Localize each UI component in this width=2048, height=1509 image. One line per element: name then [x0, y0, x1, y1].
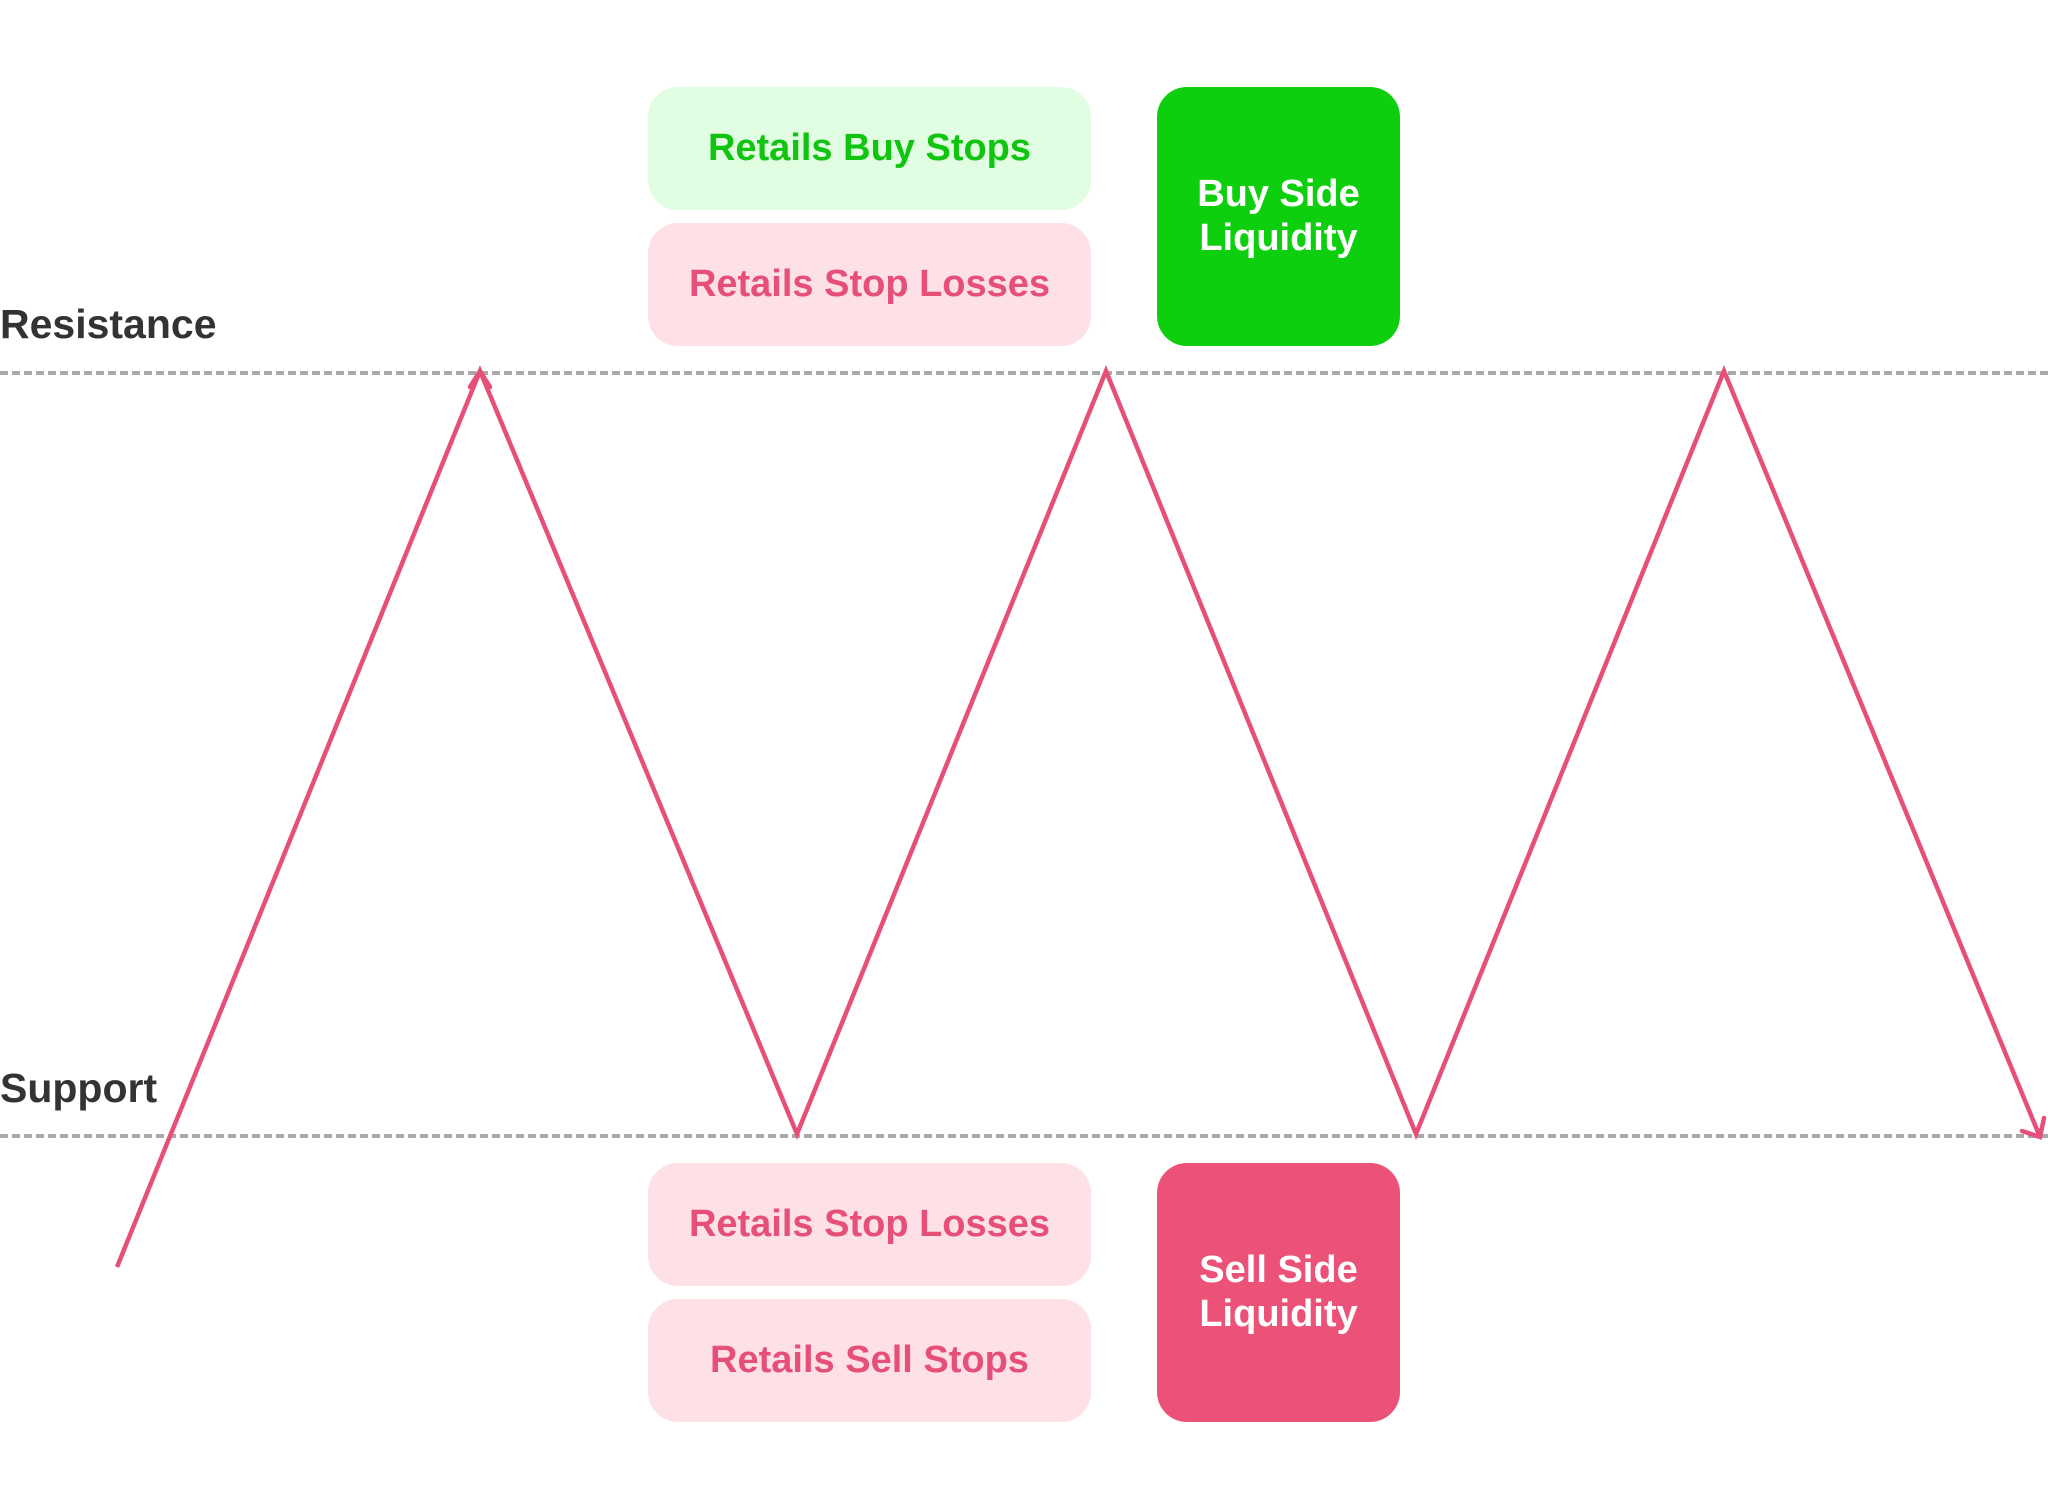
sell-side-liquidity-box: Sell Side Liquidity	[1157, 1163, 1400, 1422]
resistance-line	[0, 371, 2048, 375]
price-zigzag-line	[114, 365, 2043, 1268]
sell-side-line-1: Sell Side	[1199, 1248, 1358, 1291]
retail-buy-stops-tag: Retails Buy Stops	[648, 87, 1091, 210]
support-line	[0, 1134, 2048, 1138]
buy-side-line-1: Buy Side	[1197, 172, 1360, 215]
buy-side-liquidity-box: Buy Side Liquidity	[1157, 87, 1400, 346]
support-label: Support	[0, 1065, 158, 1111]
sell-side-line-2: Liquidity	[1199, 1292, 1358, 1335]
peak-arrowhead-icon	[467, 366, 493, 390]
retail-stop-losses-upper-tag: Retails Stop Losses	[648, 223, 1091, 346]
buy-side-line-2: Liquidity	[1199, 216, 1358, 259]
retail-stop-losses-lower-tag: Retails Stop Losses	[648, 1163, 1091, 1286]
resistance-label: Resistance	[0, 301, 217, 347]
retail-sell-stops-tag: Retails Sell Stops	[648, 1299, 1091, 1422]
end-arrowhead-icon	[2019, 1115, 2047, 1140]
